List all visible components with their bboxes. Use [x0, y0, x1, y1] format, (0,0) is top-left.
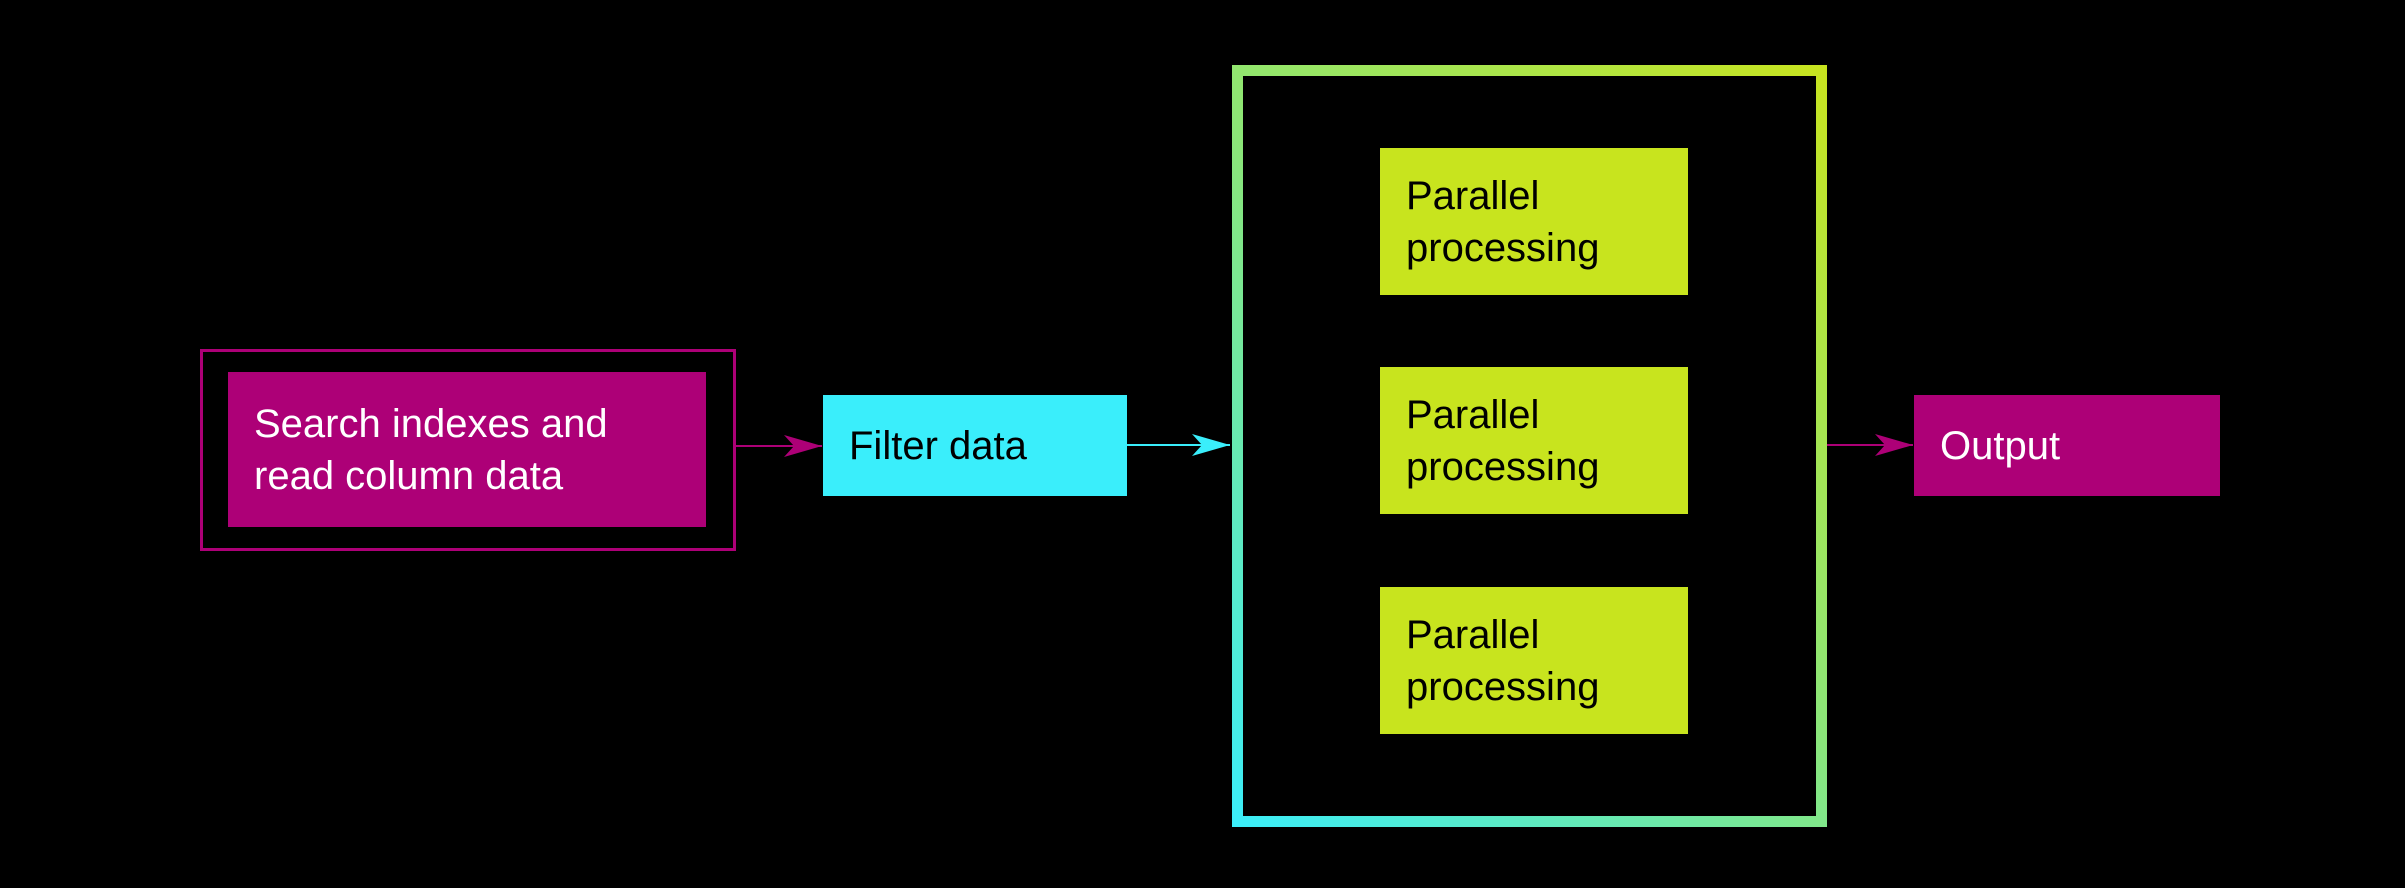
parallel-node-2: Parallel processing	[1380, 367, 1688, 514]
filter-node: Filter data	[823, 395, 1127, 496]
parallel-node-2-label: Parallel processing	[1406, 392, 1600, 489]
search-node: Search indexes and read column data	[228, 372, 706, 527]
search-node-label: Search indexes and read column data	[254, 401, 608, 498]
output-node: Output	[1914, 395, 2220, 496]
parallel-node-3-label: Parallel processing	[1406, 612, 1600, 709]
output-node-label: Output	[1940, 423, 2061, 468]
filter-node-label: Filter data	[849, 423, 1027, 468]
parallel-node-3: Parallel processing	[1380, 587, 1688, 734]
parallel-node-1: Parallel processing	[1380, 148, 1688, 295]
parallel-node-1-label: Parallel processing	[1406, 173, 1600, 270]
search-node-frame	[200, 349, 736, 551]
